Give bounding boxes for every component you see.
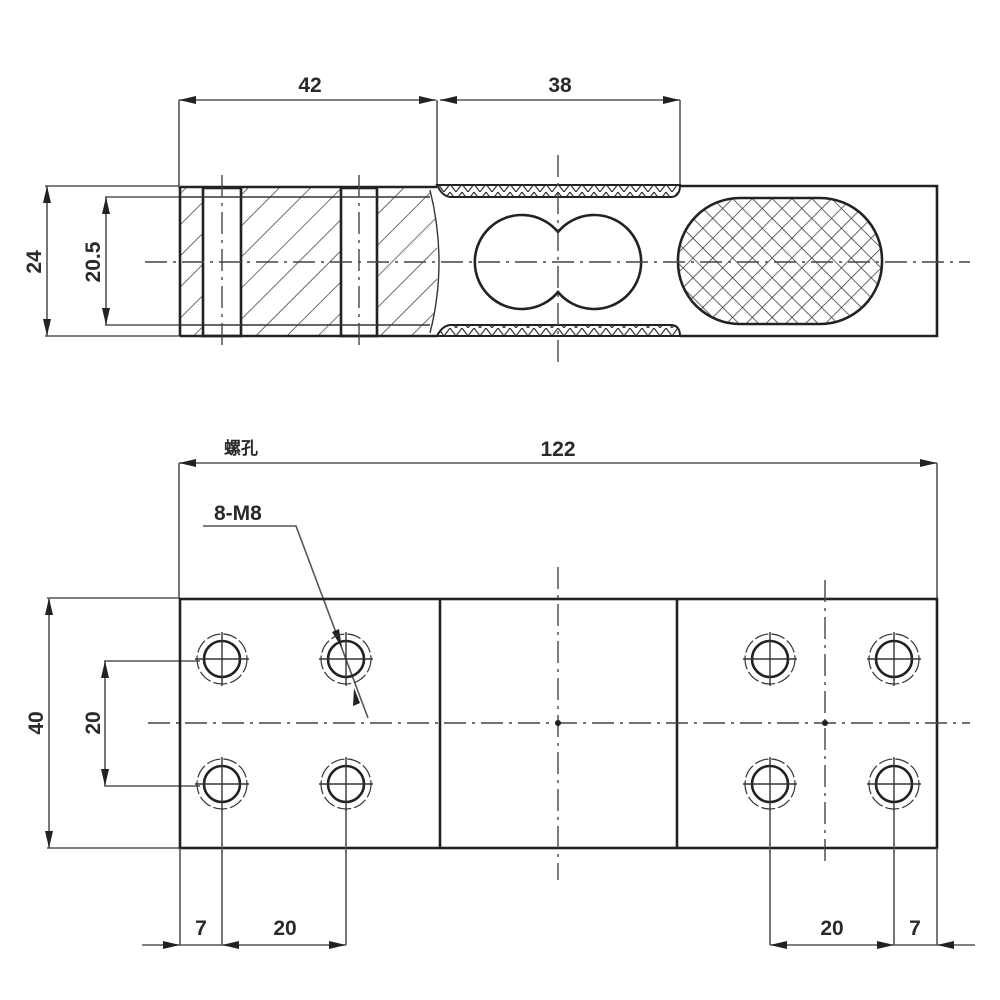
binocular-hole — [473, 213, 643, 311]
threaded-hole — [743, 632, 797, 686]
dim-label-38: 38 — [548, 74, 572, 97]
threaded-hole — [743, 757, 797, 811]
dimension-20-vertical: 20 — [82, 660, 200, 787]
dimension-bottom-right: 20 7 — [769, 810, 975, 949]
threaded-hole — [195, 757, 249, 811]
threaded-hole — [319, 757, 373, 811]
dim-label-40: 40 — [25, 711, 48, 734]
flexure-bottom — [435, 324, 682, 337]
screw-hole-label: 螺孔 — [224, 439, 258, 459]
dim-label-7-left: 7 — [195, 917, 207, 940]
dim-label-122: 122 — [540, 438, 575, 461]
plan-view: 122 螺孔 8-M8 40 20 — [25, 438, 975, 949]
dim-label-7-right: 7 — [909, 917, 921, 940]
hole-group — [195, 632, 921, 811]
threaded-hole — [867, 632, 921, 686]
dimension-40: 40 — [25, 597, 180, 849]
dimension-38: 38 — [440, 74, 681, 185]
threaded-hole — [195, 632, 249, 686]
dimension-20-5: 20.5 — [82, 196, 180, 326]
dim-label-24: 24 — [23, 250, 46, 274]
side-view: 42 38 24 20.5 — [23, 74, 970, 368]
thread-callout-label: 8-M8 — [214, 502, 262, 525]
flexure-top — [435, 184, 682, 198]
dim-label-20-right: 20 — [820, 917, 843, 940]
threaded-hole — [319, 632, 373, 686]
dim-label-20-vertical: 20 — [82, 711, 105, 734]
dim-label-20-left: 20 — [273, 917, 296, 940]
crosshatched-cavity — [676, 196, 884, 326]
dimension-122: 122 螺孔 — [178, 438, 938, 598]
thread-callout: 8-M8 — [203, 502, 369, 719]
dim-label-20-5: 20.5 — [82, 241, 105, 282]
dim-label-42: 42 — [298, 74, 321, 97]
dimension-bottom-left: 7 20 — [142, 810, 347, 949]
dimension-24: 24 — [23, 185, 180, 337]
threaded-hole — [867, 757, 921, 811]
dimension-42: 42 — [178, 74, 436, 188]
